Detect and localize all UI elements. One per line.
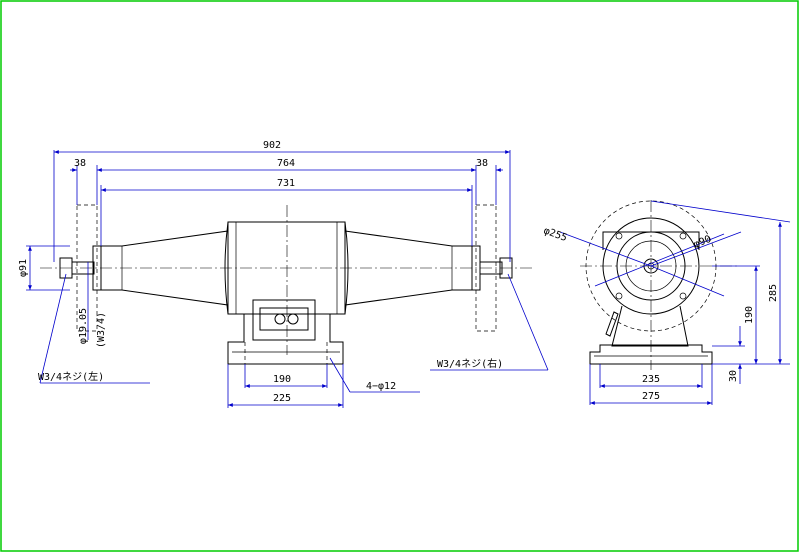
dim-overall-height: 285 — [768, 284, 779, 302]
dim-center-height: 190 — [744, 306, 755, 324]
dim-side-base-outer: 275 — [642, 391, 660, 402]
dim-flange-left: 38 — [74, 158, 86, 169]
label-thread-right: W3/4ネジ(右) — [437, 357, 503, 370]
side-view — [580, 200, 740, 370]
dim-between-flanges: 764 — [277, 158, 295, 169]
dim-base-height: 30 — [728, 370, 739, 382]
dim-base-outer: 225 — [273, 393, 291, 404]
dim-overall-length: 902 — [263, 140, 281, 151]
dim-flange-dia: φ91 — [18, 259, 29, 277]
dim-shaft-dia: φ19.05 — [78, 308, 89, 344]
dim-between-collars: 731 — [277, 178, 295, 189]
dim-holes: 4−φ12 — [366, 381, 396, 392]
dim-thread-paren: (W3/4) — [96, 312, 107, 348]
dim-wheel-dia-255: φ255 — [542, 225, 568, 244]
dim-base-inner: 190 — [273, 374, 291, 385]
front-dimensions: 902 38 764 38 731 φ91 φ19.05 (W3/4) W3/4… — [18, 140, 549, 408]
dim-wheel-dia-90: φ90 — [692, 234, 713, 251]
dim-side-base-inner: 235 — [642, 374, 660, 385]
dim-flange-right: 38 — [476, 158, 488, 169]
label-thread-left: W3/4ネジ(左) — [38, 370, 104, 383]
front-view — [40, 204, 535, 365]
